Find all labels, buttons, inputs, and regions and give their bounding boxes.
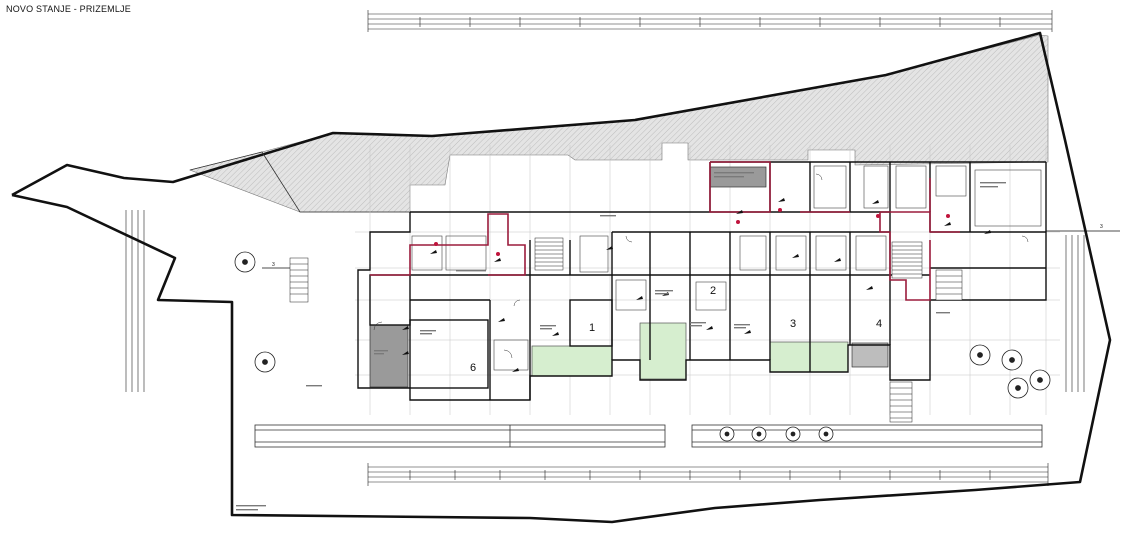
fire-extinguisher-icon [872,200,880,218]
room-number-6: 6 [470,362,476,374]
column-circle-icon [234,251,256,273]
green-rooms [531,322,849,380]
section-mark-label: 3 [272,262,275,268]
door-swing-icon [1021,235,1029,243]
door-swing-icon [513,299,521,307]
column-circle-icon [818,426,834,442]
section-mark-east: 3 [1046,224,1120,232]
room-number-3: 3 [790,318,796,330]
road-strip [254,424,1043,448]
room-number-4: 4 [876,318,882,330]
door-swing-icon [625,235,633,243]
annotation-labels [236,172,1006,511]
fire-extinguisher-icon [498,318,505,322]
bottom-dimension-chain [367,463,1049,486]
fire-extinguisher-icon [736,210,743,224]
column-circle-icon [1029,369,1051,391]
top-dimension-chain [367,10,1053,32]
approach-path-inner [189,151,410,213]
fire-extinguisher-icon [792,254,799,258]
column-circle-icon [254,351,276,373]
door-swing-icon [503,349,513,359]
interior-partitions [411,165,1042,371]
section-mark-label: 3 [1100,224,1103,230]
fire-extinguisher-icon [984,230,991,234]
door-swing-icon [815,173,823,181]
column-circle-icon [969,344,991,366]
staircases [289,237,963,423]
column-circle-icon [719,426,735,442]
fire-extinguisher-icon [430,242,438,254]
room-number-1: 1 [589,322,595,334]
door-swing-icon [373,321,383,331]
column-circle-icon [785,426,801,442]
column-circles [234,251,1051,442]
fire-extinguisher-icon [402,351,409,355]
fire-extinguisher-icon [606,246,613,250]
column-circle-icon [1001,349,1023,371]
column-circle-icon [751,426,767,442]
column-circle-icon [1007,377,1029,399]
site-boundary [11,31,1112,524]
fire-zone-outlines [370,161,960,301]
fire-extinguisher-icon [494,252,501,262]
plan-title: NOVO STANJE - PRIZEMLJE [6,4,131,14]
section-mark-west: 3 [262,262,290,269]
fire-extinguisher-icon [706,326,713,330]
hatched-terrain [189,34,1049,213]
side-dimension-chains [125,210,1085,392]
fire-extinguisher-icon [866,286,873,290]
fire-extinguisher-icon [834,258,841,262]
fire-extinguisher-icon [636,296,643,300]
fire-extinguisher-icon [944,214,951,226]
room-number-2: 2 [710,285,716,297]
fire-extinguisher-icons [402,198,991,372]
fire-extinguisher-icon [512,368,519,372]
door-swings [373,173,1029,359]
fire-extinguisher-icon [778,198,785,212]
fire-extinguisher-icon [744,330,751,334]
fire-extinguisher-icon [552,332,559,336]
fire-extinguisher-icon [402,326,409,330]
